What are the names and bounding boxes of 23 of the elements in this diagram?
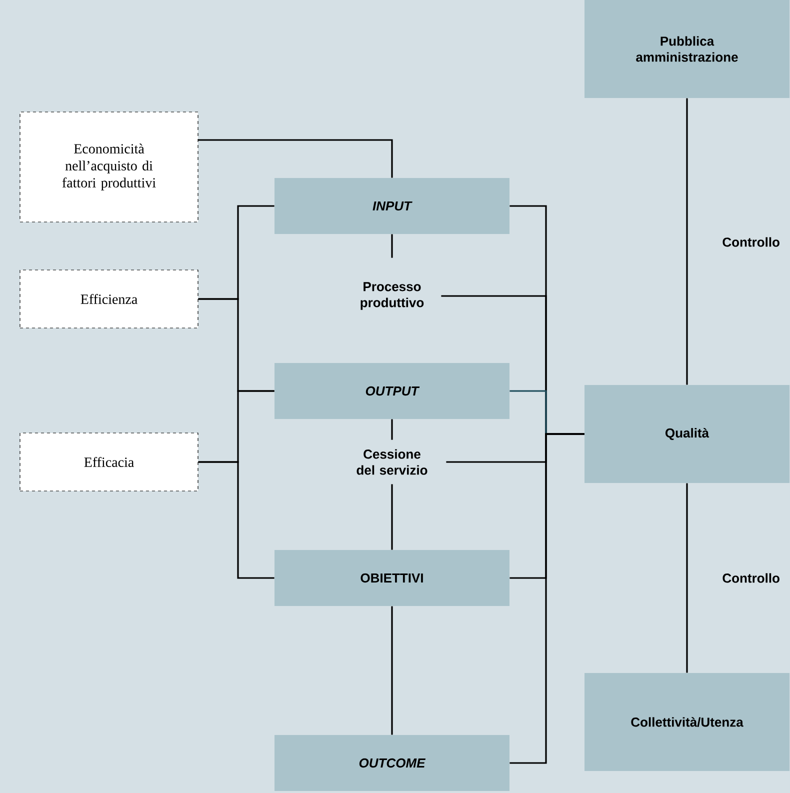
dashed-box: Efficienza [20,270,198,328]
connector-line [391,419,393,440]
connector-line [198,461,274,579]
process-box: OBIETTIVI [274,550,510,606]
process-box: INPUT [274,178,510,234]
edge-label: Controllo [722,573,780,583]
stage-text: Processo produttivo [360,282,424,310]
process-box: Qualità [584,385,790,483]
connector-line [391,484,393,550]
dashed-box: Economicità nell’acquisto di fattori produttivi [20,112,198,222]
process-box: OUTPUT [274,363,510,419]
edge-label: Controllo [722,237,780,247]
dashed-box: Efficacia [20,432,198,492]
connector-line [510,433,584,764]
process-box: Pubblica amministrazione [584,0,790,98]
connector-line [686,98,688,385]
process-box: OUTCOME [274,735,510,791]
connector-line [198,139,393,178]
stage-text: Cessione del servizio [356,449,428,475]
connector-line [391,234,393,258]
process-box: Collettività/Utenza [584,673,790,771]
connector-line [686,483,688,673]
connector-line [391,606,393,735]
